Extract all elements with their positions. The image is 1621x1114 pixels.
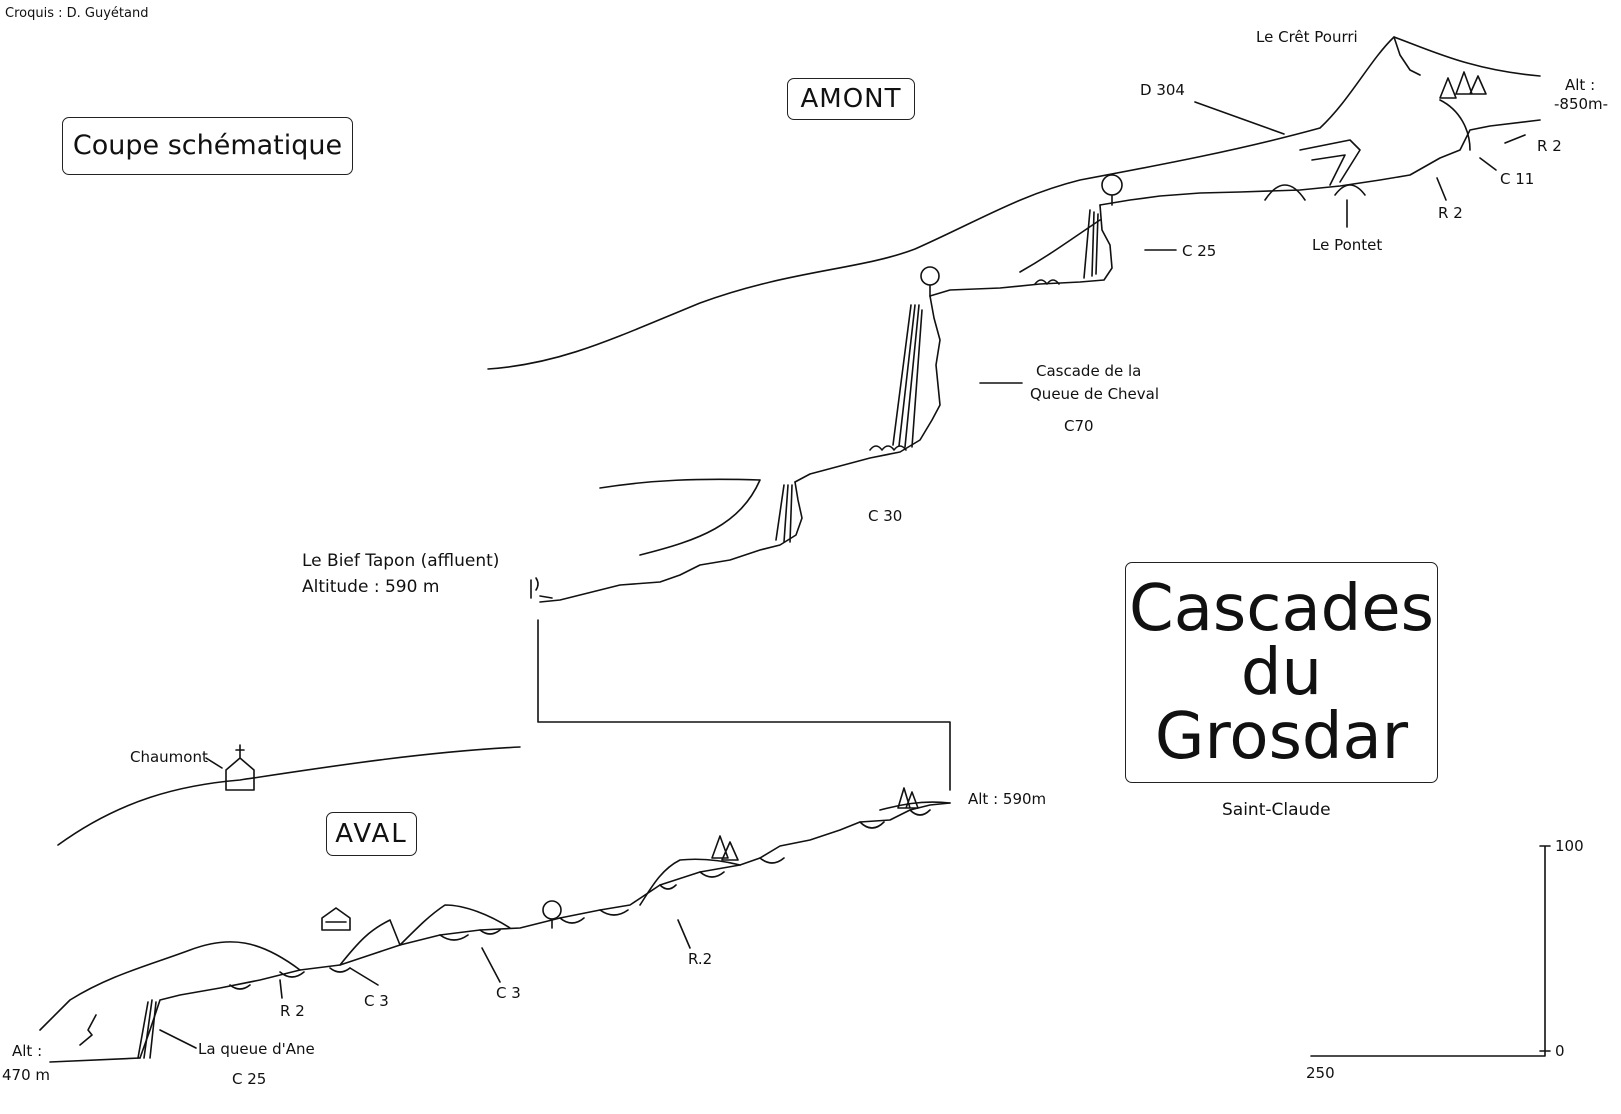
label-bief-altitude: Altitude : 590 m <box>302 577 439 597</box>
label-cascade-1: Cascade de la <box>1036 362 1141 380</box>
label-chaumont: Chaumont <box>130 748 208 766</box>
c25-cliff <box>929 204 1113 297</box>
label-r2-a: R 2 <box>1537 137 1562 155</box>
leader-r2-a <box>1504 134 1526 144</box>
upstream-ground <box>1099 119 1541 206</box>
c70-cliff <box>794 295 941 483</box>
label-alt-bottom-2: 470 m <box>2 1066 50 1084</box>
waterfall-c30 <box>775 484 793 543</box>
downstream-ridges <box>339 801 951 966</box>
label-r2-dot: R.2 <box>688 950 712 968</box>
location-subtitle: Saint-Claude <box>1222 800 1331 820</box>
chaumont-hillside <box>57 746 521 846</box>
le-pontet-bridge <box>1334 184 1366 196</box>
label-r2-down: R 2 <box>280 1002 305 1020</box>
waterfall-c25 <box>1083 209 1099 279</box>
label-d304: D 304 <box>1140 81 1185 99</box>
label-c25-up: C 25 <box>1182 242 1216 260</box>
chaumont-chapel <box>225 744 255 791</box>
title-line-2: du <box>1240 635 1323 710</box>
tree-c25 <box>1101 174 1123 196</box>
downstream-ground <box>139 802 951 1059</box>
upstream-slope-upper <box>487 36 1541 370</box>
label-le-pontet: Le Pontet <box>1312 236 1382 254</box>
label-c11: C 11 <box>1500 170 1534 188</box>
author-credit: Croquis : D. Guyétand <box>5 6 149 21</box>
leader-c3-a <box>349 967 379 986</box>
title-line-1: Cascades <box>1129 571 1434 646</box>
label-bief-tapon: Le Bief Tapon (affluent) <box>302 551 499 571</box>
leader-r2 <box>279 979 283 999</box>
title-box: Cascades du Grosdar <box>1125 562 1438 783</box>
label-queue-ane: La queue d'Ane <box>198 1040 315 1058</box>
leader-r2-b <box>1436 177 1447 201</box>
label-alt-590: Alt : 590m <box>968 790 1046 808</box>
title-line-3: Grosdar <box>1154 699 1409 774</box>
tree-downstream <box>542 900 562 920</box>
bridge-arch-1 <box>1264 184 1306 201</box>
pine-trees-downstream <box>711 787 919 861</box>
label-c3-a: C 3 <box>364 992 389 1010</box>
label-r2-b: R 2 <box>1438 204 1463 222</box>
road-d304 <box>1299 139 1361 186</box>
pine-trees <box>1439 71 1487 99</box>
label-cascade-2: Queue de Cheval <box>1030 385 1159 403</box>
waterfall-queue-ane <box>137 999 157 1059</box>
leader-c3-b <box>481 947 501 983</box>
leader-queue-ane <box>159 1029 197 1049</box>
scale-vertical-top: 100 <box>1555 837 1584 855</box>
house <box>321 907 351 931</box>
scale-bar <box>1310 845 1551 1057</box>
pools <box>229 809 931 990</box>
bief-tapon-marker <box>530 577 553 599</box>
label-alt-bottom-1: Alt : <box>12 1042 42 1060</box>
label-alt-top-2: -850m- <box>1554 95 1608 113</box>
label-c30: C 30 <box>868 507 902 525</box>
label-c3-b: C 3 <box>496 984 521 1002</box>
scale-vertical-bottom: 0 <box>1555 1042 1565 1060</box>
leader-chaumont <box>205 757 223 769</box>
upstream-box: AMONT <box>787 78 915 120</box>
label-cret-pourri: Le Crêt Pourri <box>1256 28 1358 46</box>
link-line <box>537 619 951 791</box>
label-c25-down: C 25 <box>232 1070 266 1088</box>
section-type-box: Coupe schématique <box>62 117 353 175</box>
waterfall-c70 <box>892 304 923 448</box>
leader-d304 <box>1194 101 1285 135</box>
upstream-layer-lines <box>599 478 761 556</box>
scale-horizontal: 250 <box>1306 1064 1335 1082</box>
tree-c70 <box>920 266 940 286</box>
leader-c11 <box>1479 157 1497 171</box>
leader-r2-dot <box>677 919 691 949</box>
cret-rock <box>1393 36 1471 151</box>
downstream-box: AVAL <box>326 812 417 856</box>
label-c70: C70 <box>1064 417 1094 435</box>
c30-cliff <box>539 481 803 603</box>
label-alt-top-1: Alt : <box>1565 76 1595 94</box>
